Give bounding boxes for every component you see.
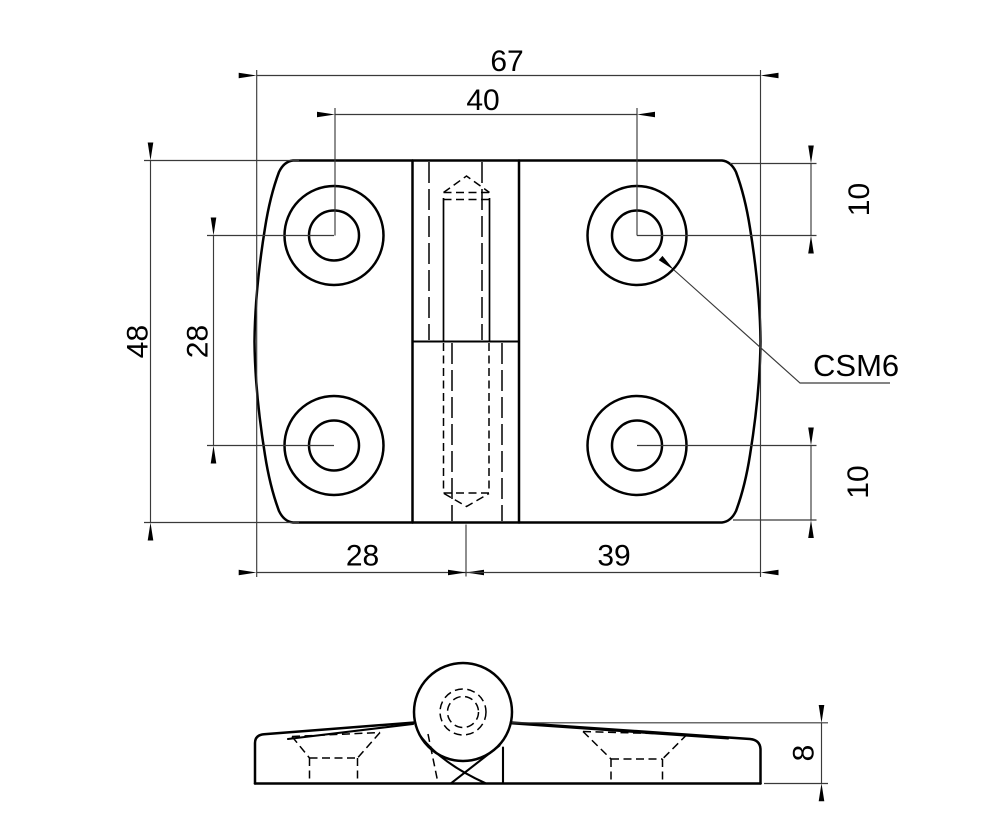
left-leaf-profile <box>253 721 417 785</box>
knuckle-barrel <box>412 661 514 763</box>
left-countersink-hidden <box>291 731 381 783</box>
right-leaf-profile <box>509 721 762 785</box>
countersink-top <box>291 731 381 738</box>
dim-text-hole-offset-top: 10 <box>843 183 876 216</box>
dimension-hole-pitch-horizontal: 40 <box>317 84 655 236</box>
pin-hole-hidden-outer <box>439 688 487 736</box>
dim-text-hole-offset-bottom: 10 <box>842 465 875 498</box>
dimension-hole-offset-bottom: 10 <box>637 427 875 538</box>
dim-text-overall-height: 48 <box>122 325 155 358</box>
upper-drill-point <box>443 175 490 194</box>
dimension-overall-height: 48 <box>122 142 299 541</box>
countersink-cone-left <box>582 730 612 760</box>
dim-text-overall-width: 67 <box>490 45 523 78</box>
countersink-top <box>582 730 688 736</box>
dimension-overall-width: 67 <box>238 45 779 577</box>
dim-text-right-leaf-width: 39 <box>597 540 630 573</box>
dim-text-thickness: 8 <box>788 745 821 762</box>
pin-hole-hidden-inner <box>446 695 480 729</box>
hole-callout-text: CSM6 <box>813 348 899 383</box>
dim-text-hole-pitch-horizontal: 40 <box>466 84 499 117</box>
dim-text-hole-pitch-vertical: 28 <box>182 325 215 358</box>
dimension-hole-pitch-vertical: 28 <box>182 217 334 464</box>
countersink-cone-right <box>356 732 381 759</box>
countersink-cone-right <box>661 733 688 760</box>
lower-drill-point <box>443 492 490 508</box>
right-leaf-far-edge <box>510 722 730 740</box>
countersink-cone-left <box>291 736 311 759</box>
left-leaf-far-edge <box>286 722 415 741</box>
dim-text-left-leaf-width: 28 <box>346 540 379 573</box>
knuckle-skirt-right <box>449 744 501 785</box>
dimension-hole-offset-top: 10 <box>637 145 876 254</box>
plan-view <box>253 159 762 524</box>
knuckle-hidden-edge-left <box>427 733 439 784</box>
plate-outline <box>253 159 762 524</box>
dimension-leaf-widths: 28 39 <box>238 524 779 577</box>
hole-callout-leader: CSM6 <box>658 255 899 384</box>
right-countersink-hidden <box>582 730 688 783</box>
side-view <box>253 661 762 785</box>
leader-line <box>658 255 890 384</box>
dimension-thickness: 8 <box>512 705 828 802</box>
knuckle-skirt-left <box>418 734 487 785</box>
